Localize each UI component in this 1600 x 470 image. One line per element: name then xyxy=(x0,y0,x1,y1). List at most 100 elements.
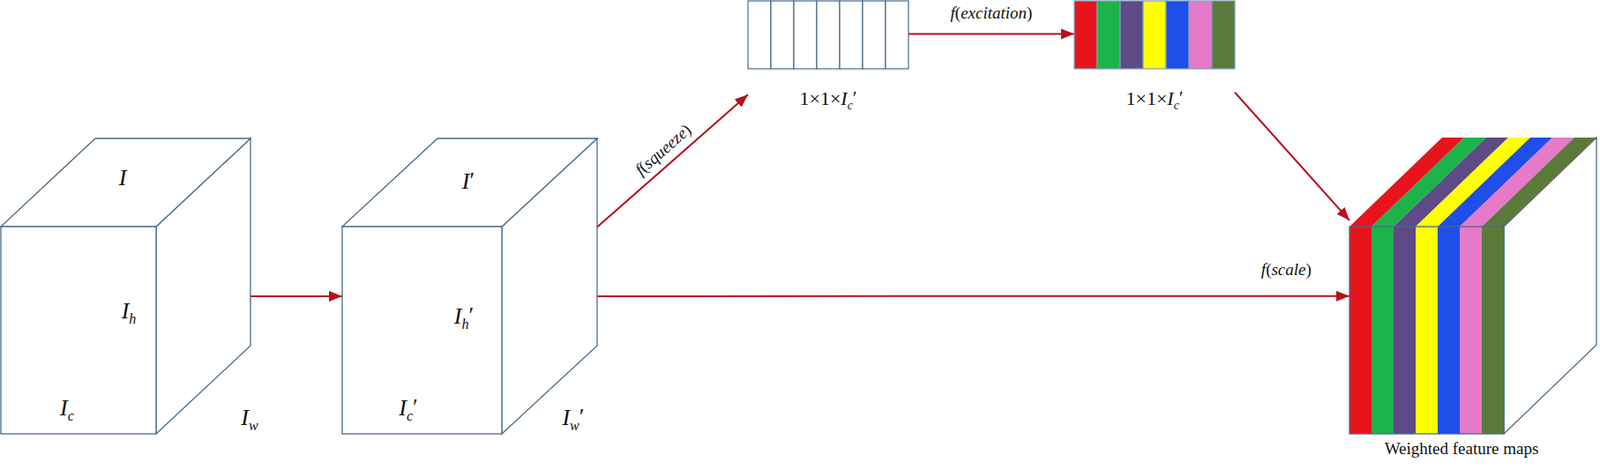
dimension-label: Iw xyxy=(240,406,258,430)
dimension-label: Iw′ xyxy=(561,406,584,430)
glyph: × xyxy=(1156,87,1167,110)
weight-cell xyxy=(1120,0,1144,69)
weighted-stripe xyxy=(1459,226,1482,434)
channel-cell xyxy=(747,0,771,69)
glyph: × xyxy=(1135,87,1146,110)
operation-label: f(scale) xyxy=(1261,261,1312,278)
glyph: 1 xyxy=(1125,87,1136,110)
cube-front xyxy=(1349,226,1504,434)
glyph: I xyxy=(240,404,249,431)
weighted-stripe xyxy=(1371,226,1394,434)
glyph: h xyxy=(128,311,136,327)
glyph: n xyxy=(1018,3,1028,23)
glyph: s xyxy=(1271,260,1278,279)
glyph: l xyxy=(1293,260,1299,279)
glyph: c xyxy=(975,3,983,23)
cube-front xyxy=(0,226,157,434)
glyph: ′ xyxy=(1179,86,1184,109)
dimension-label: I′ xyxy=(462,170,475,194)
glyph: 1 xyxy=(1146,87,1157,110)
glyph: c xyxy=(406,408,413,424)
cube-front xyxy=(342,226,502,434)
glyph: ′ xyxy=(412,394,419,420)
glyph: ( xyxy=(1265,260,1272,279)
weight-cell xyxy=(1188,0,1212,69)
glyph: e xyxy=(1298,260,1306,279)
glyph: o xyxy=(1009,3,1019,23)
glyph: i xyxy=(982,3,987,23)
glyph: I xyxy=(1166,87,1174,110)
shape-outline xyxy=(747,0,909,69)
channel-cell xyxy=(862,0,886,69)
vector-block: 1×1×Ic′ xyxy=(1074,0,1235,112)
glyph: I xyxy=(398,395,407,421)
flow-arrow xyxy=(1234,92,1350,221)
weight-cell xyxy=(1074,0,1098,69)
glyph: c xyxy=(847,98,853,113)
operation-label: f(excitation) xyxy=(950,4,1033,22)
glyph: t xyxy=(987,3,993,23)
feature-cube: IIhIcIw xyxy=(0,138,251,434)
dimension-label: I xyxy=(119,166,128,190)
glyph: ′ xyxy=(469,167,475,194)
glyph: I xyxy=(561,404,570,431)
glyph: ) xyxy=(1306,260,1312,279)
cube-top xyxy=(342,138,598,227)
channel-cell xyxy=(816,0,840,69)
flow-arrow xyxy=(597,94,748,227)
flow-arrow xyxy=(908,33,1075,36)
glyph: I xyxy=(121,298,130,324)
glyph: ′ xyxy=(579,403,585,430)
glyph: c xyxy=(1173,98,1180,113)
glyph: c xyxy=(67,408,75,424)
dimension-label: Ic′ xyxy=(398,396,419,420)
channel-cell xyxy=(839,0,863,69)
glyph: 1 xyxy=(820,87,830,110)
glyph: I xyxy=(59,395,68,421)
weight-cell xyxy=(1211,0,1235,69)
glyph: w xyxy=(248,418,259,434)
channel-cell xyxy=(770,0,794,69)
weight-cell xyxy=(1143,0,1167,69)
flow-arrow xyxy=(250,295,343,298)
glyph: I xyxy=(462,168,471,195)
glyph: ( xyxy=(955,3,961,23)
glyph: a xyxy=(992,3,1002,23)
weighted-stripe-top xyxy=(1481,137,1597,227)
glyph: f xyxy=(1261,260,1266,279)
glyph: ) xyxy=(1026,3,1032,23)
glyph: I xyxy=(454,303,463,329)
glyph: e xyxy=(960,3,968,23)
dimension-label: Ih′ xyxy=(454,305,474,329)
feature-cube: Weighted feature maps xyxy=(1349,137,1597,464)
caption-label: Weighted feature maps xyxy=(1384,440,1540,457)
glyph: x xyxy=(968,3,976,23)
dimension-label: 1×1×Ic′ xyxy=(1125,89,1183,109)
glyph: h xyxy=(461,316,469,332)
glyph: i xyxy=(1005,3,1010,23)
weighted-stripe xyxy=(1415,226,1438,434)
shape-outline xyxy=(1349,137,1597,434)
flow-arrow xyxy=(597,295,1350,298)
dimension-label: Ic xyxy=(59,396,75,420)
glyph: I xyxy=(119,164,128,191)
dimension-label: Ih xyxy=(121,299,137,323)
channel-cell xyxy=(793,0,817,69)
glyph: a xyxy=(1285,260,1294,279)
weight-cell xyxy=(1166,0,1189,69)
glyph: 1 xyxy=(799,87,809,110)
vector-block: 1×1×Ic′ xyxy=(747,0,909,112)
glyph: × xyxy=(829,87,841,110)
dimension-label: 1×1×Ic′ xyxy=(799,89,857,109)
cube-top xyxy=(0,138,251,227)
weight-cell xyxy=(1097,0,1121,69)
glyph: f xyxy=(950,3,956,23)
glyph: c xyxy=(1278,260,1286,279)
shape-outline xyxy=(1074,0,1235,69)
glyph: t xyxy=(1001,3,1006,23)
glyph: I xyxy=(840,87,847,110)
weighted-stripe xyxy=(1393,226,1416,434)
glyph: × xyxy=(808,87,820,110)
feature-cube: I′Ih′Ic′Iw′ xyxy=(342,138,598,434)
